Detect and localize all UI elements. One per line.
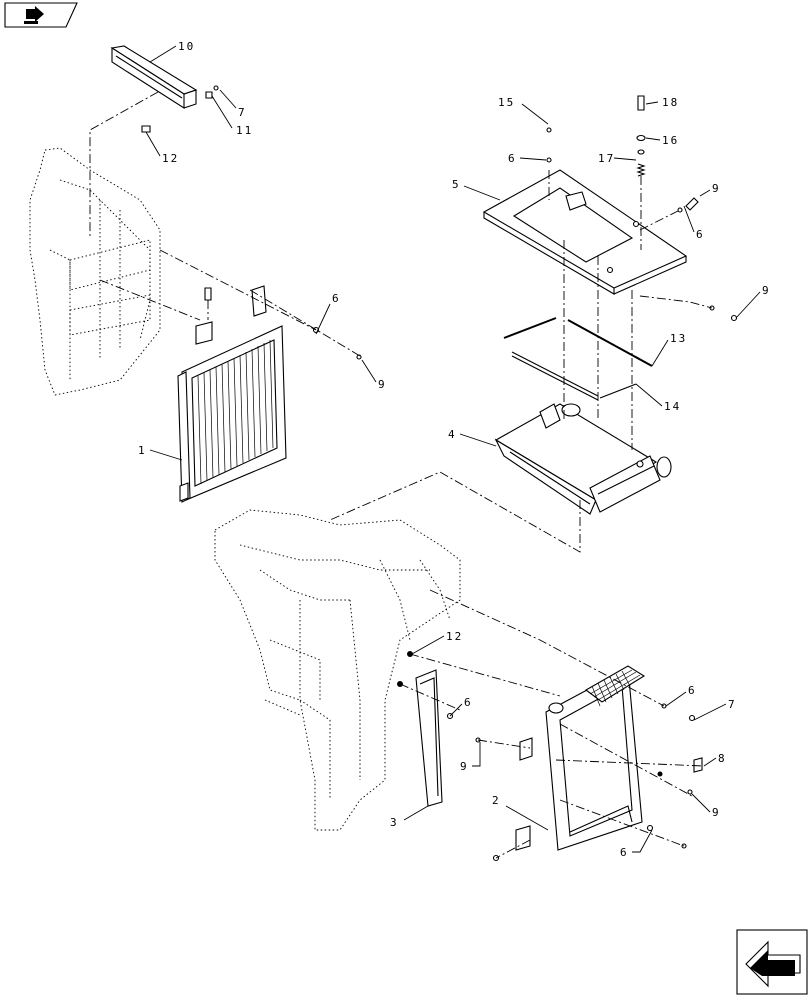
part-10-shroud bbox=[110, 45, 198, 110]
callout-11: 11 bbox=[236, 124, 253, 137]
assembly-lines bbox=[89, 91, 713, 859]
prev-page-button[interactable] bbox=[4, 2, 78, 28]
part-13-14-seals bbox=[503, 317, 653, 401]
callout-labels: 10 7 11 12 15 6 17 18 16 5 9 6 9 6 9 13 … bbox=[138, 40, 771, 859]
next-page-arrow-icon bbox=[745, 940, 801, 988]
callout-9-cover: 9 bbox=[712, 182, 721, 195]
callout-1: 1 bbox=[138, 444, 147, 457]
callout-17: 17 bbox=[598, 152, 615, 165]
callout-12-top: 12 bbox=[162, 152, 179, 165]
part-4-intercooler bbox=[494, 403, 672, 515]
radiator-core bbox=[585, 665, 646, 707]
frame-outline-lower bbox=[214, 509, 461, 831]
callout-7-top: 7 bbox=[238, 106, 247, 119]
callout-2: 2 bbox=[492, 794, 501, 807]
previous-page-arrow-icon bbox=[24, 6, 44, 24]
callout-4: 4 bbox=[448, 428, 457, 441]
callout-5: 5 bbox=[452, 178, 461, 191]
callout-15: 15 bbox=[498, 96, 515, 109]
callout-16: 16 bbox=[662, 134, 679, 147]
callout-8: 8 bbox=[718, 752, 727, 765]
callout-9-bracket: 9 bbox=[460, 760, 469, 773]
callout-6-radiator-bottom: 6 bbox=[620, 846, 629, 859]
callout-6-cooler: 6 bbox=[332, 292, 341, 305]
part-1-oil-cooler bbox=[177, 285, 287, 503]
part-2-radiator bbox=[515, 665, 646, 851]
frame-outline-upper bbox=[29, 147, 161, 396]
callout-6-cover-top: 6 bbox=[508, 152, 517, 165]
leader-lines bbox=[145, 45, 761, 853]
callout-13: 13 bbox=[670, 332, 687, 345]
part-5-cover bbox=[482, 169, 688, 295]
next-page-button[interactable] bbox=[736, 929, 808, 995]
callout-9-cooler: 9 bbox=[378, 378, 387, 391]
callout-14: 14 bbox=[664, 400, 681, 413]
callout-12-lower: 12 bbox=[446, 630, 463, 643]
callout-10: 10 bbox=[178, 40, 195, 53]
callout-9-cover-right: 9 bbox=[762, 284, 771, 297]
part-3-bracket bbox=[415, 669, 443, 807]
callout-6-radiator-top: 6 bbox=[688, 684, 697, 697]
callout-18: 18 bbox=[662, 96, 679, 109]
callout-9-radiator: 9 bbox=[712, 806, 721, 819]
callout-6-cover-side: 6 bbox=[696, 228, 705, 241]
callout-7-radiator: 7 bbox=[728, 698, 737, 711]
callout-3: 3 bbox=[390, 816, 399, 829]
callout-6-bracket: 6 bbox=[464, 696, 473, 709]
cooler-fins bbox=[197, 339, 274, 485]
